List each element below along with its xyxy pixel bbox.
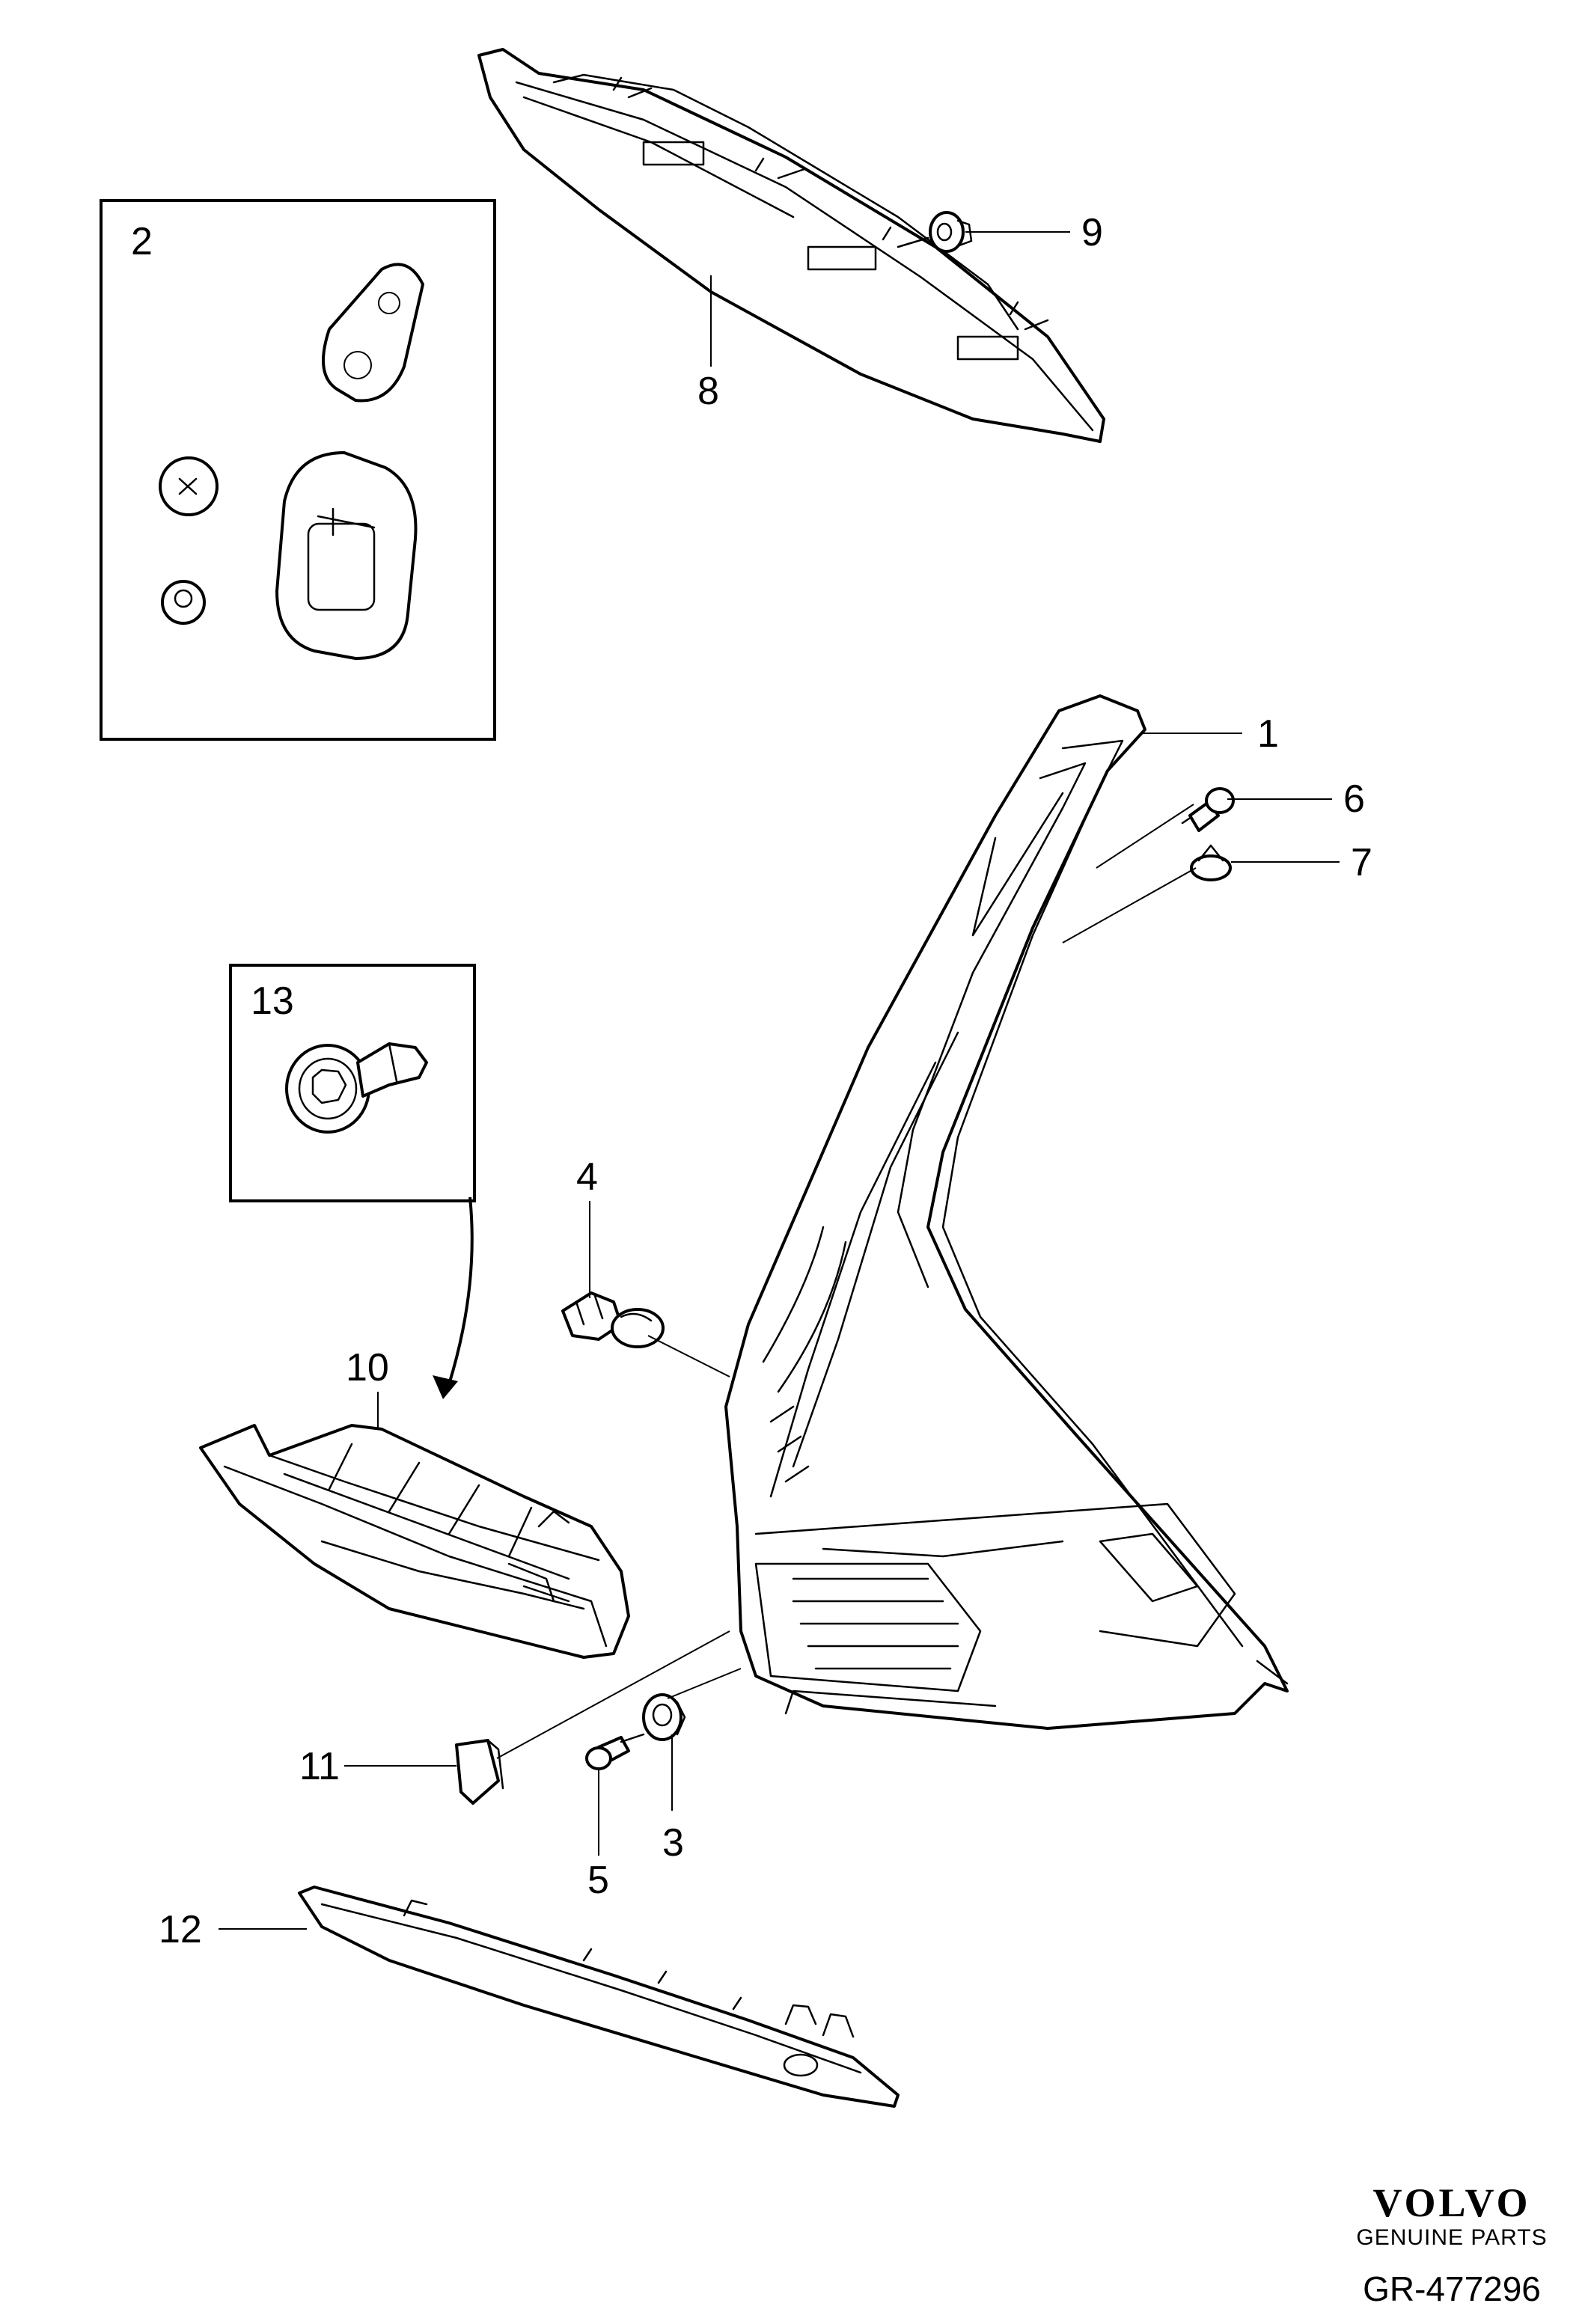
brand-logo: VOLVO (1373, 2180, 1531, 2225)
part-7-clip-nut[interactable] (1190, 844, 1232, 881)
callout-13: 13 (251, 979, 294, 1023)
brand-tagline: GENUINE PARTS (1356, 2225, 1547, 2250)
kit-box-13 (229, 964, 476, 1202)
part-4-bulb-socket[interactable] (561, 1291, 665, 1348)
callout-2: 2 (131, 220, 153, 263)
part-2-kit-items[interactable] (159, 263, 424, 660)
callout-10: 10 (346, 1346, 389, 1389)
kit-box-2 (100, 199, 496, 741)
part-8-upper-light-strip[interactable] (477, 48, 1105, 443)
callout-11: 11 (299, 1745, 340, 1788)
callout-9: 9 (1081, 211, 1103, 254)
brand-block: VOLVO GENUINE PARTS GR-477296 (1356, 2180, 1547, 2308)
leader-lines (219, 231, 1340, 1930)
part-13-screw-grommet[interactable] (285, 1042, 428, 1134)
callout-6: 6 (1343, 777, 1365, 821)
part-6-screw[interactable] (1181, 787, 1235, 832)
part-12-lower-trim-strip[interactable] (298, 1886, 900, 2108)
part-11-cap[interactable] (455, 1739, 504, 1805)
part-5-bolt[interactable] (585, 1733, 645, 1770)
part-3-grommet-nut[interactable] (642, 1693, 686, 1741)
arrow-13-to-10 (433, 1196, 474, 1399)
callout-3: 3 (662, 1821, 684, 1865)
callout-7: 7 (1351, 841, 1372, 884)
callout-5: 5 (587, 1859, 609, 1902)
callout-8: 8 (697, 370, 719, 413)
diagram-reference: GR-477296 (1363, 2269, 1541, 2308)
callout-1: 1 (1257, 712, 1279, 756)
callout-12: 12 (159, 1908, 202, 1951)
part-9-nut[interactable] (929, 211, 973, 253)
callout-4: 4 (576, 1155, 598, 1199)
part-1-tail-lamp[interactable] (724, 694, 1289, 1730)
part-10-lamp-unit[interactable] (199, 1424, 630, 1659)
callout-numbers: 1 2 3 4 5 6 7 8 9 10 11 12 13 (131, 211, 1372, 1951)
